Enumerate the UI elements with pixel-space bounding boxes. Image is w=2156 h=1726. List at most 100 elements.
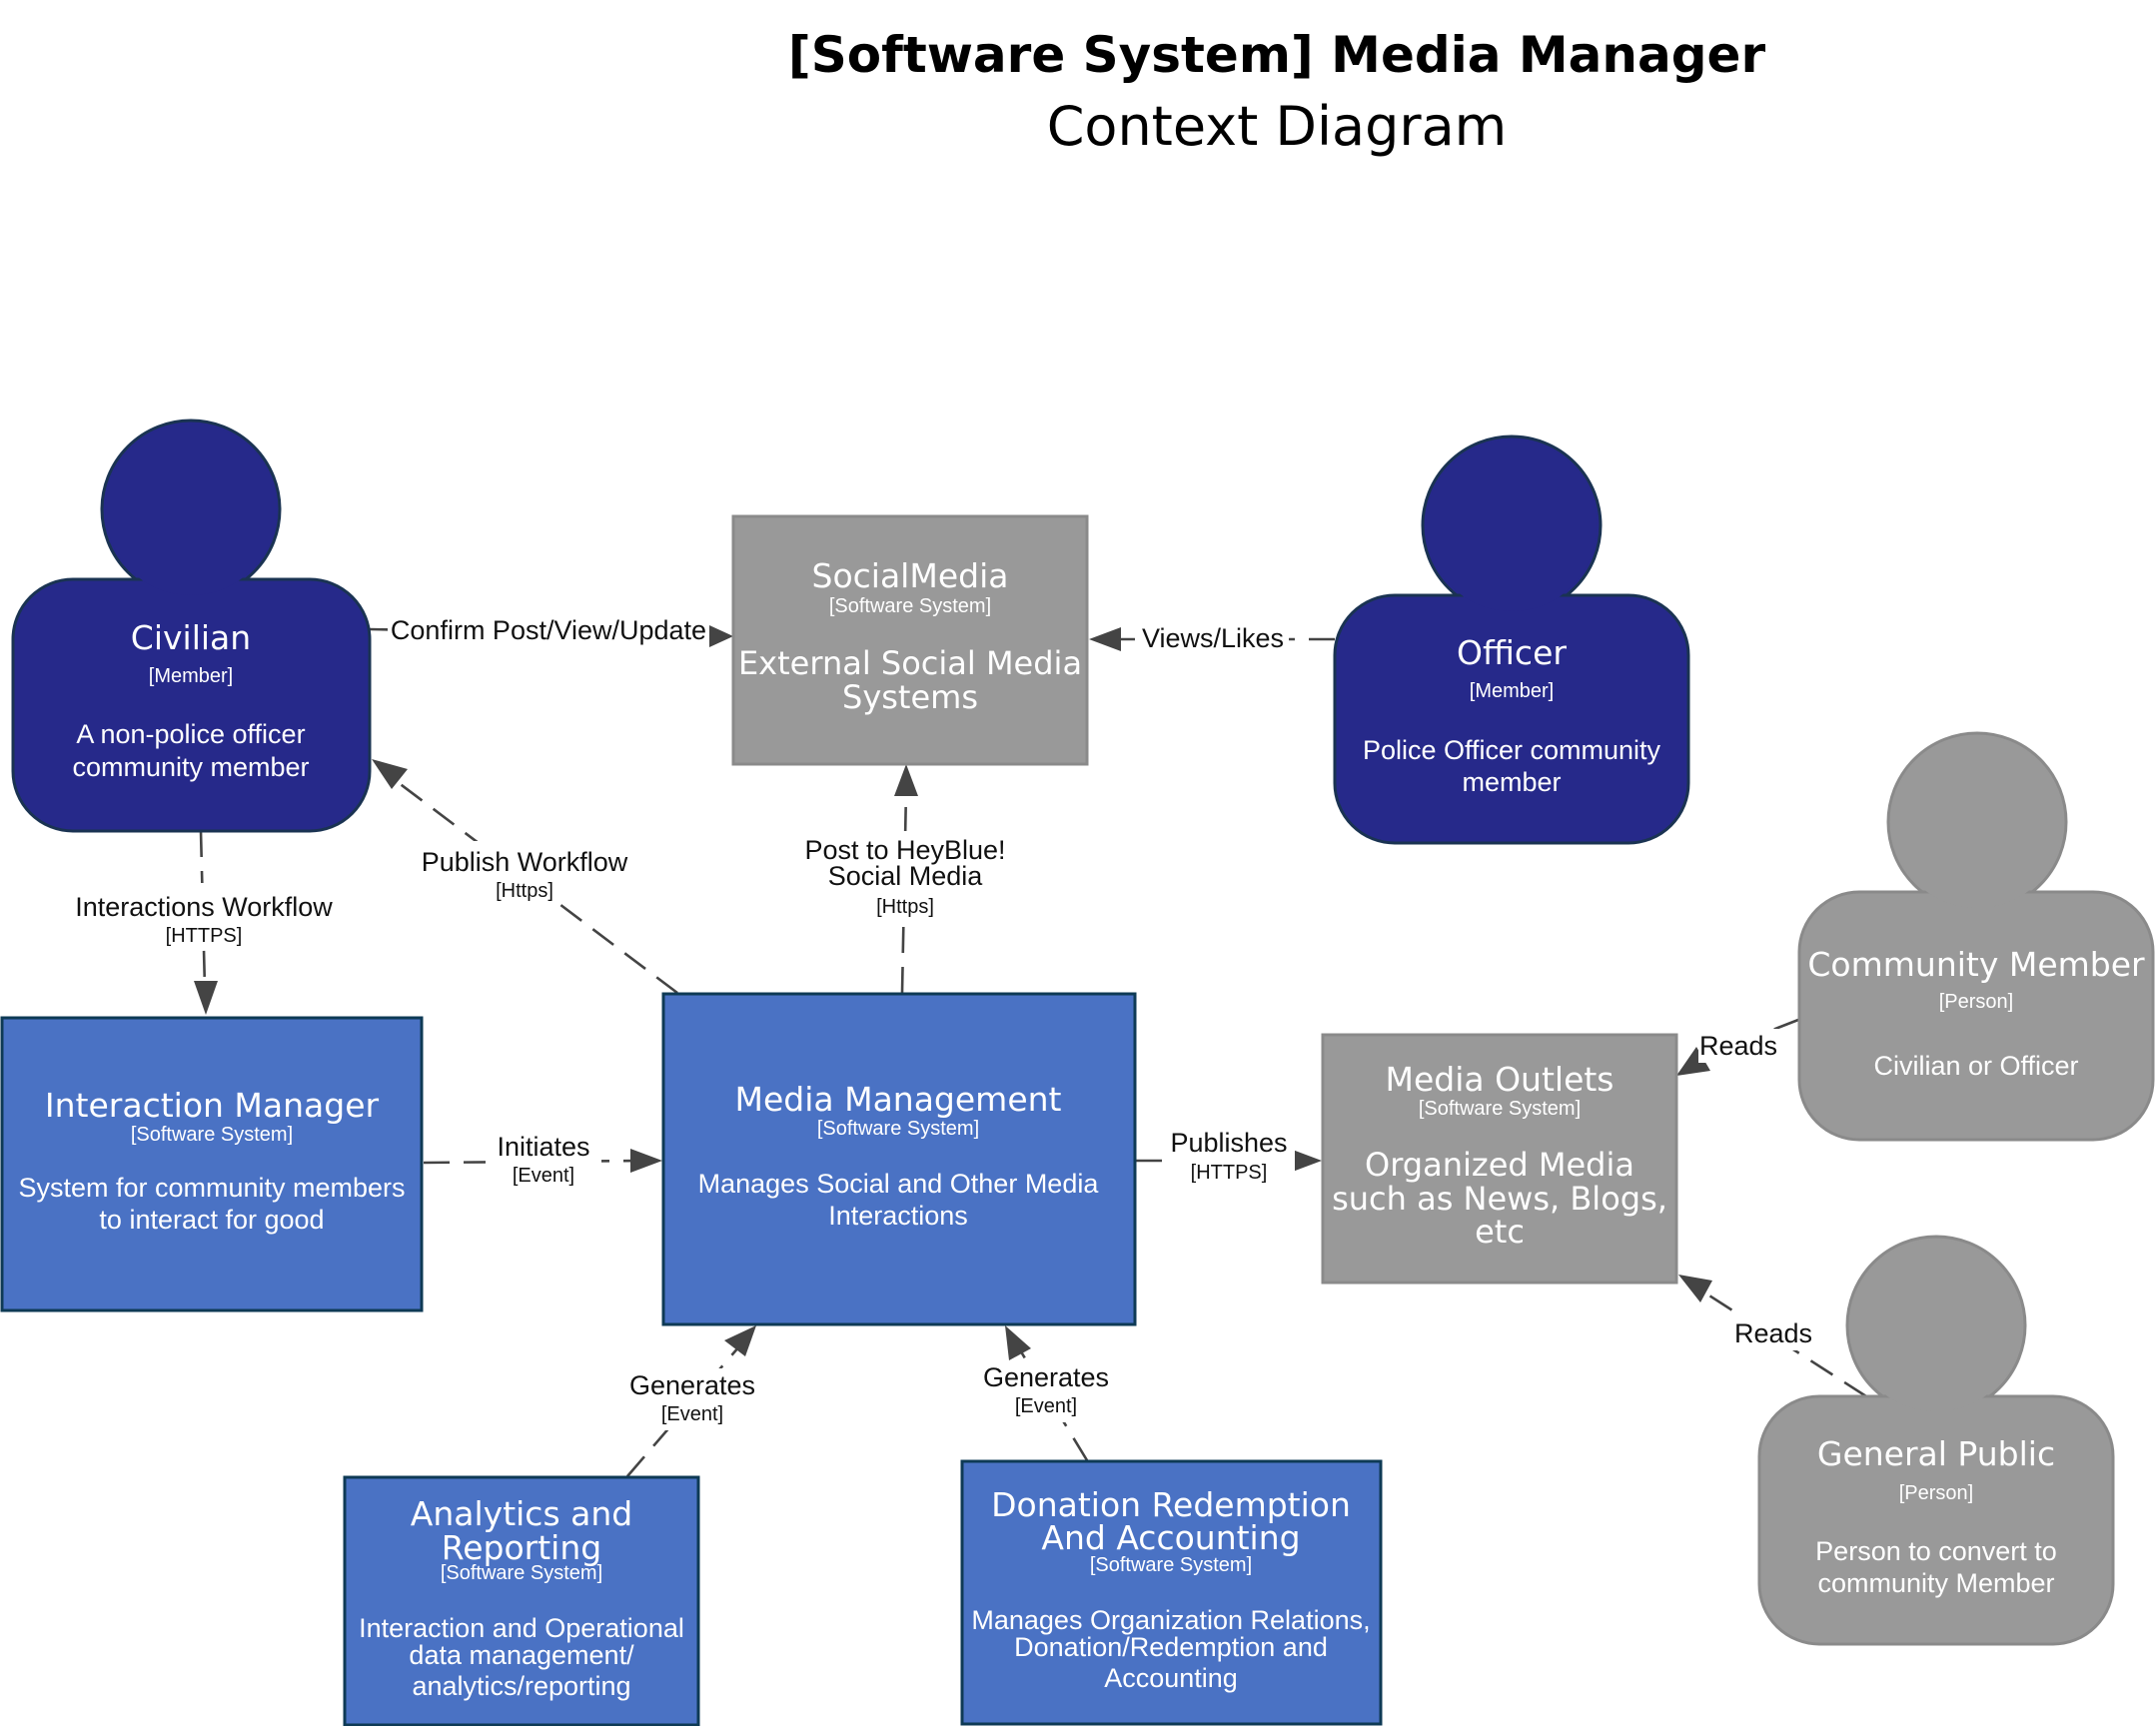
edge-reads-public: Reads xyxy=(1678,1275,1867,1398)
node-general-public[interactable]: General Public [Person] Person to conver… xyxy=(1757,1235,2115,1646)
arrowhead xyxy=(1676,1047,1710,1076)
person-icon xyxy=(1333,434,1690,845)
edge-interactions-workflow: Interactions Workflow [HTTPS] xyxy=(70,830,340,1015)
diagram-subtitle: Context Diagram xyxy=(1047,95,1508,158)
node-desc-line3: Accounting xyxy=(1104,1663,1238,1693)
edge-label: Initiates xyxy=(497,1132,589,1162)
node-desc-line1: System for community members xyxy=(18,1173,405,1203)
arrowhead xyxy=(372,759,408,789)
edge-label: Interactions Workflow xyxy=(75,892,333,922)
edge-tech: [Event] xyxy=(661,1403,723,1425)
node-desc-line2: community member xyxy=(72,752,309,782)
node-type: [Software System] xyxy=(1090,1554,1252,1576)
node-desc-line1: Interaction and Operational xyxy=(359,1613,684,1643)
node-name: Community Member xyxy=(1807,945,2145,984)
edge-tech: [HTTPS] xyxy=(166,925,243,947)
node-desc-line2: member xyxy=(1462,767,1561,797)
edge-initiates: Initiates [Event] xyxy=(423,1129,662,1191)
node-name: Media Outlets xyxy=(1385,1060,1614,1099)
edge-tech: [Https] xyxy=(876,896,934,918)
node-type: [Software System] xyxy=(441,1562,602,1584)
edge-tech: [Https] xyxy=(496,880,553,902)
node-name: Media Management xyxy=(735,1080,1062,1119)
edge-label: Views/Likes xyxy=(1142,623,1284,653)
edge-label: Generates xyxy=(983,1362,1109,1392)
node-desc-line2: data management/ xyxy=(409,1640,634,1670)
edge-publishes: Publishes [HTTPS] xyxy=(1136,1127,1322,1189)
node-name-line1: Donation Redemption xyxy=(991,1485,1351,1524)
node-desc-line3: analytics/reporting xyxy=(412,1671,630,1701)
arrowhead xyxy=(1678,1275,1712,1302)
node-type: [Person] xyxy=(1939,991,2013,1013)
person-icon xyxy=(1757,1235,2115,1646)
node-officer[interactable]: Officer [Member] Police Officer communit… xyxy=(1333,434,1690,845)
node-desc-line2: community Member xyxy=(1817,1568,2054,1598)
node-desc-line2: such as News, Blogs, xyxy=(1332,1180,1667,1218)
person-icon xyxy=(11,419,372,833)
arrowhead xyxy=(1005,1325,1031,1360)
edge-label: Reads xyxy=(1734,1318,1812,1348)
node-type: [Person] xyxy=(1899,1482,1973,1504)
edge-tech: [Event] xyxy=(1015,1395,1077,1417)
node-desc-line1: Civilian or Officer xyxy=(1873,1051,2078,1081)
node-civilian[interactable]: Civilian [Member] A non-police officer c… xyxy=(11,419,372,833)
node-desc-line1: A non-police officer xyxy=(76,719,305,749)
edge-label-line1: Post to HeyBlue! xyxy=(804,835,1005,865)
node-name: Interaction Manager xyxy=(45,1086,380,1125)
node-type: [Software System] xyxy=(131,1124,293,1146)
node-desc-line1: Manages Social and Other Media xyxy=(698,1169,1100,1199)
node-type: [Software System] xyxy=(817,1118,979,1140)
node-interaction-manager[interactable]: Interaction Manager [Software System] Sy… xyxy=(0,1016,424,1312)
edge-generates-analytics: Generates [Event] xyxy=(621,1325,763,1477)
node-name-line1: Analytics and xyxy=(411,1494,632,1533)
edge-label: Publishes xyxy=(1170,1128,1287,1158)
person-icon xyxy=(1797,731,2155,1142)
edge-label: Generates xyxy=(629,1370,755,1400)
node-type: [Member] xyxy=(149,665,233,687)
node-desc-line1: Manages Organization Relations, xyxy=(971,1605,1370,1635)
node-type: [Member] xyxy=(1470,680,1554,702)
edge-publish-workflow: Publish Workflow [Https] xyxy=(372,759,678,995)
node-desc-line1: Organized Media xyxy=(1365,1146,1634,1184)
node-name: General Public xyxy=(1817,1434,2055,1473)
edge-label: Publish Workflow xyxy=(422,847,628,877)
arrowhead xyxy=(894,764,918,796)
node-media-outlets[interactable]: Media Outlets [Software System] Organize… xyxy=(1321,1033,1678,1285)
node-desc-line1: Person to convert to xyxy=(1815,1536,2057,1566)
edge-tech: [HTTPS] xyxy=(1191,1162,1268,1184)
arrowhead xyxy=(1290,1149,1322,1173)
node-name-line2: Reporting xyxy=(442,1528,601,1567)
node-name: Civilian xyxy=(131,618,251,657)
arrowhead xyxy=(630,1149,662,1173)
node-desc-line1: External Social Media xyxy=(738,644,1082,682)
node-desc-line3: etc xyxy=(1475,1213,1525,1251)
node-desc-line1: Police Officer community xyxy=(1363,735,1661,765)
node-type: [Software System] xyxy=(829,595,991,617)
arrowhead xyxy=(724,1325,756,1356)
edge-label-line2: Social Media xyxy=(828,861,984,891)
node-media-management[interactable]: Media Management [Software System] Manag… xyxy=(661,992,1137,1326)
node-desc-line2: Donation/Redemption and xyxy=(1014,1632,1328,1662)
edge-confirm-post: Confirm Post/View/Update xyxy=(369,611,733,647)
node-name: Officer xyxy=(1457,633,1567,672)
diagram-title: [Software System] Media Manager xyxy=(788,26,1766,84)
edge-generates-donation: Generates [Event] xyxy=(975,1325,1117,1461)
edge-label: Reads xyxy=(1699,1031,1777,1061)
edge-tech: [Event] xyxy=(513,1165,574,1187)
arrowhead xyxy=(194,981,218,1015)
node-social-media[interactable]: SocialMedia [Software System] External S… xyxy=(731,514,1089,766)
node-name-line2: And Accounting xyxy=(1041,1518,1300,1557)
arrowhead xyxy=(709,625,733,647)
edge-reads-community: Reads xyxy=(1676,1018,1799,1076)
node-analytics-reporting[interactable]: Analytics and Reporting [Software System… xyxy=(343,1475,700,1726)
edge-views-likes: Views/Likes xyxy=(1089,621,1335,655)
node-desc-line2: Systems xyxy=(842,678,978,716)
node-name: SocialMedia xyxy=(812,556,1009,595)
node-donation-redemption[interactable]: Donation Redemption And Accounting [Soft… xyxy=(960,1459,1383,1726)
node-desc-line2: Interactions xyxy=(828,1201,968,1231)
edge-post-heyblue: Post to HeyBlue! Social Media [Https] xyxy=(795,764,1017,994)
node-desc-line2: to interact for good xyxy=(99,1205,324,1235)
node-community-member[interactable]: Community Member [Person] Civilian or Of… xyxy=(1797,731,2155,1142)
arrowhead xyxy=(1089,627,1121,651)
